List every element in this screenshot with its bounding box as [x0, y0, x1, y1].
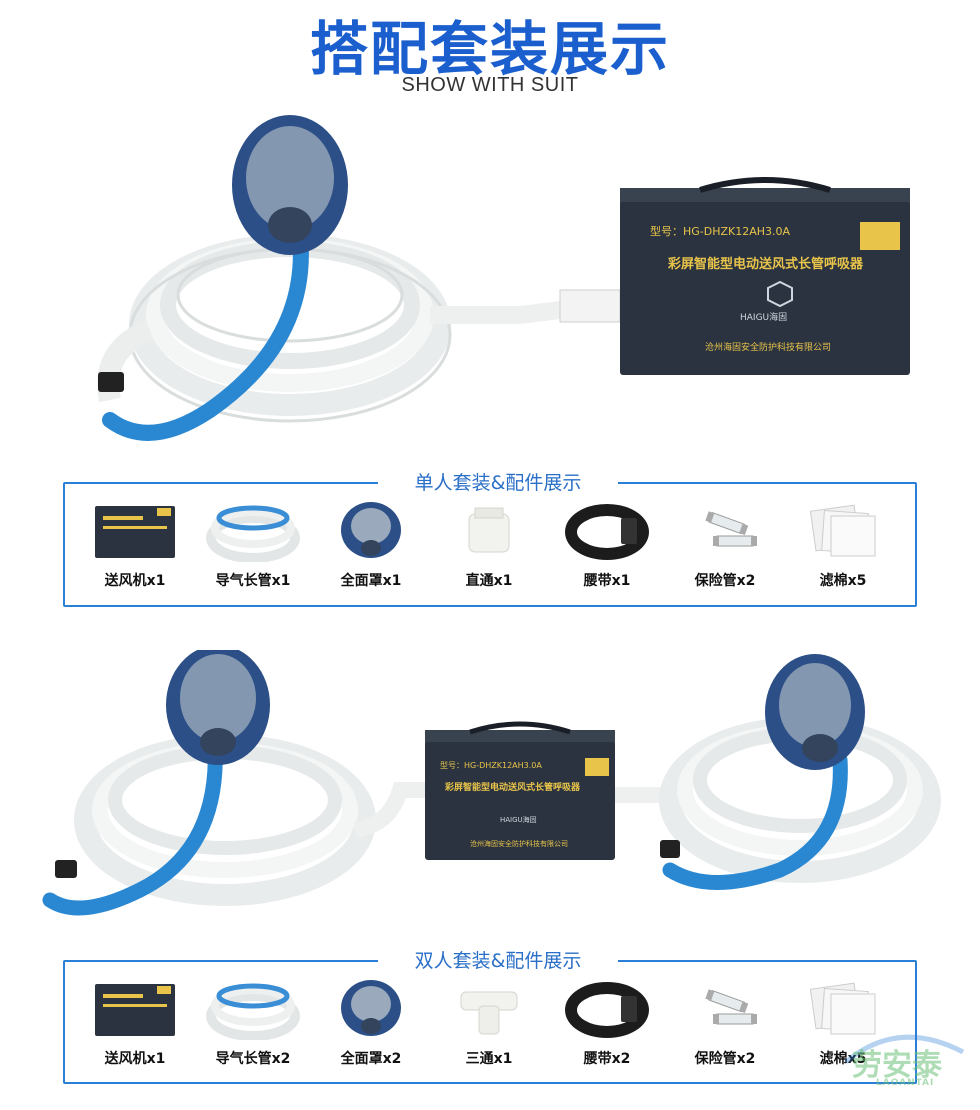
- kit-item-label: 三通x1: [465, 1051, 513, 1067]
- double-kit-title: 双人套装&配件展示: [378, 946, 618, 973]
- kit-item-label: 腰带x2: [583, 1051, 631, 1067]
- kit-item: 导气长管x2: [193, 978, 313, 1068]
- center-blower-illustration: 型号：HG-DHZK12AH3.0A 彩屏智能型电动送风式长管呼吸器 HAIGU…: [425, 721, 615, 860]
- blower-model-text: 型号：HG-DHZK12AH3.0A: [650, 224, 791, 238]
- kit-item-label: 直通x1: [465, 573, 513, 589]
- fuse-icon: [677, 978, 773, 1040]
- kit-item-label: 导气长管x1: [215, 573, 291, 589]
- kit-item: 全面罩x1: [311, 500, 431, 590]
- left-blue-hose-illustration: [42, 737, 223, 916]
- belt-icon: [559, 978, 655, 1040]
- kit-item: 滤棉x5: [783, 500, 903, 590]
- straight-connector-icon: [441, 500, 537, 562]
- kit-item: 滤棉x5: [783, 978, 903, 1068]
- full-mask-illustration: [232, 115, 348, 255]
- blower-icon: [87, 500, 183, 562]
- right-mask-illustration: [765, 654, 865, 770]
- kit-item-label: 全面罩x1: [340, 573, 402, 589]
- page-subtitle: SHOW WITH SUIT: [401, 74, 579, 96]
- kit-item: 直通x1: [429, 500, 549, 590]
- watermark-latin: LAOANTAI: [876, 1078, 935, 1088]
- blower-name-text: 彩屏智能型电动送风式长管呼吸器: [444, 781, 581, 793]
- blower-name-text: 彩屏智能型电动送风式长管呼吸器: [667, 256, 864, 272]
- filter-cotton-icon: [795, 500, 891, 562]
- kit-item-label: 滤棉x5: [819, 1051, 867, 1067]
- blower-illustration: 型号：HG-DHZK12AH3.0A 彩屏智能型电动送风式长管呼吸器 HAIGU…: [620, 177, 910, 375]
- full-mask-icon: [323, 978, 419, 1040]
- double-set-photo: 型号：HG-DHZK12AH3.0A 彩屏智能型电动送风式长管呼吸器 HAIGU…: [0, 650, 980, 940]
- watermark-arc-icon: [844, 1034, 965, 1064]
- kit-item: 导气长管x1: [193, 500, 313, 590]
- kit-item-label: 全面罩x2: [340, 1051, 402, 1067]
- full-mask-icon: [323, 500, 419, 562]
- watermark-text: 劳安泰: [852, 1048, 942, 1083]
- fuse-icon: [677, 500, 773, 562]
- kit-item: 送风机x1: [75, 500, 195, 590]
- kit-item: 腰带x1: [547, 500, 667, 590]
- hose-coil-icon: [205, 978, 301, 1041]
- single-set-photo: 型号：HG-DHZK12AH3.0A 彩屏智能型电动送风式长管呼吸器 HAIGU…: [0, 110, 980, 465]
- kit-item: 腰带x2: [547, 978, 667, 1068]
- tee-connector-icon: [441, 978, 537, 1040]
- right-blue-hose-illustration: [662, 752, 848, 890]
- blower-company-text: 沧州海固安全防护科技有限公司: [705, 341, 831, 353]
- double-kit-items: 送风机x1 导气长管x2 全面罩x2 三通x1 腰带x2 保险管x2 滤棉x: [75, 978, 905, 1078]
- blower-brand-text: HAIGU海固: [740, 311, 787, 323]
- single-kit-title: 单人套装&配件展示: [378, 468, 618, 495]
- blower-company-text: 沧州海固安全防护科技有限公司: [470, 839, 568, 848]
- kit-item: 全面罩x2: [311, 978, 431, 1068]
- kit-item-label: 滤棉x5: [819, 573, 867, 589]
- kit-item-label: 保险管x2: [694, 573, 756, 589]
- blower-icon: [87, 978, 183, 1040]
- blue-hose-illustration: [102, 227, 309, 441]
- kit-item-label: 导气长管x2: [215, 1051, 291, 1067]
- kit-item-label: 腰带x1: [583, 573, 631, 589]
- kit-item-label: 送风机x1: [104, 573, 166, 589]
- left-mask-illustration: [166, 650, 270, 765]
- filter-cotton-icon: [795, 978, 891, 1040]
- kit-item: 送风机x1: [75, 978, 195, 1068]
- kit-item-label: 送风机x1: [104, 1051, 166, 1067]
- kit-item: 保险管x2: [665, 978, 785, 1068]
- blower-model-text: 型号：HG-DHZK12AH3.0A: [440, 761, 542, 770]
- kit-item: 三通x1: [429, 978, 549, 1068]
- single-kit-items: 送风机x1 导气长管x1 全面罩x1 直通x1 腰带x1 保险管x2 滤棉x: [75, 500, 905, 600]
- kit-item-label: 保险管x2: [694, 1051, 756, 1067]
- belt-icon: [559, 500, 655, 562]
- page-title: 搭配套装展示: [309, 15, 670, 83]
- watermark-logo: 劳安泰 LAOANTAI: [838, 1022, 968, 1102]
- blower-brand-text: HAIGU海固: [500, 815, 537, 824]
- hose-coil-icon: [205, 500, 301, 563]
- kit-item: 保险管x2: [665, 500, 785, 590]
